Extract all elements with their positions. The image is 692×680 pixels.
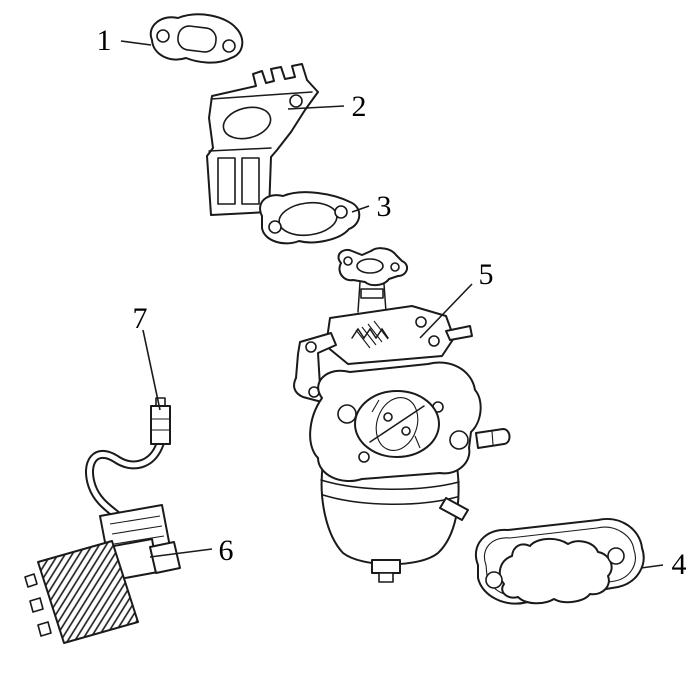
leader-line-7 [142,329,161,411]
part-label-4: 4 [672,548,687,581]
part-2-insulator-plate [206,63,319,216]
leader-line-3 [351,205,370,213]
part-label-1: 1 [97,24,112,57]
leader-lines [120,40,664,569]
leader-line-5 [419,283,473,339]
part-5-carburetor [293,247,511,583]
leader-line-4 [640,564,664,569]
leader-line-2 [287,105,345,110]
part-label-7: 7 [133,302,148,335]
part-6-intake-assembly [24,504,181,644]
part-4-insulator-gasket [475,518,645,605]
part-label-6: 6 [219,534,234,567]
part-label-5: 5 [479,258,494,291]
part-label-3: 3 [377,190,392,223]
leader-line-1 [120,40,152,46]
part-3-carburetor-gasket [259,191,361,245]
part-1-inlet-gasket [149,13,244,64]
part-label-2: 2 [352,90,367,123]
leader-line-6 [149,548,213,558]
